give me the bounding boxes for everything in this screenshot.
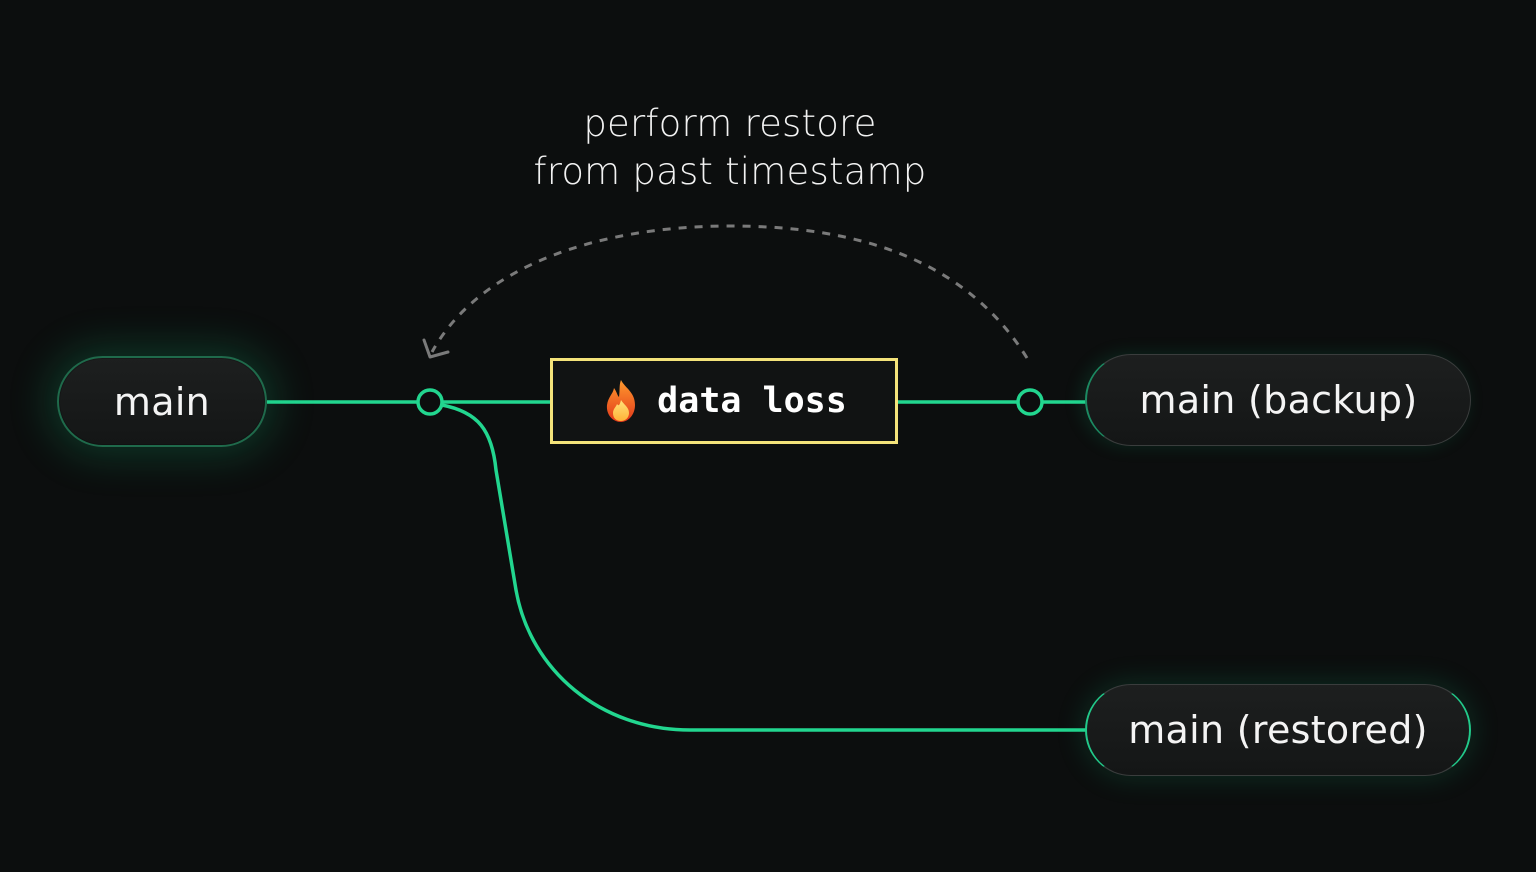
restore-arrow-arc	[430, 224, 1029, 359]
caption-line-1: perform restore	[583, 102, 877, 145]
branch-label-main: main	[113, 379, 211, 424]
restore-caption: perform restore from past timestamp	[430, 100, 1030, 196]
branch-label-backup: main (backup)	[1139, 378, 1418, 422]
branch-node-main: main	[57, 356, 267, 447]
data-loss-event: data loss	[550, 358, 898, 444]
fire-icon	[607, 380, 636, 422]
branch-node-restored: main (restored)	[1085, 684, 1471, 776]
branch-label-restored: main (restored)	[1128, 708, 1428, 752]
restore-point-node	[416, 388, 444, 416]
data-loss-label: data loss	[657, 381, 847, 421]
backup-point-node	[1016, 388, 1044, 416]
branch-node-backup: main (backup)	[1085, 354, 1471, 446]
restore-branch-line	[441, 403, 1086, 732]
caption-line-2: from past timestamp	[533, 150, 927, 193]
restore-arrowhead-icon	[422, 338, 450, 359]
